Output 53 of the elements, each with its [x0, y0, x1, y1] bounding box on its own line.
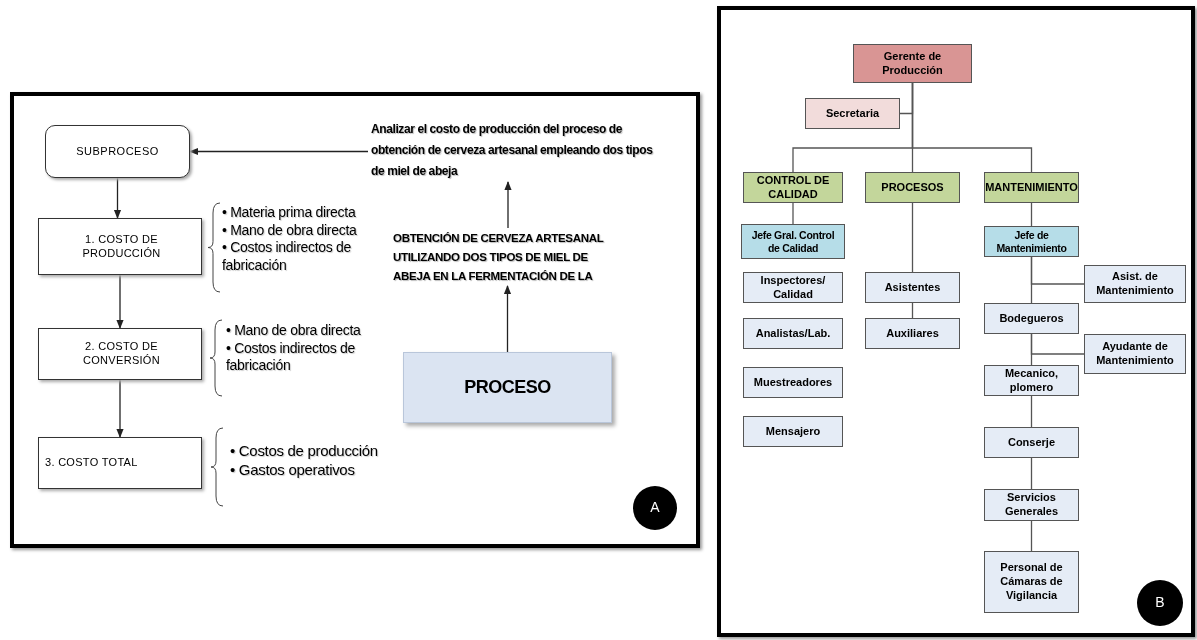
panel-badge: A	[633, 486, 677, 530]
arrow	[189, 147, 369, 156]
job-box: Auxiliares	[865, 318, 960, 349]
objective-text: Analizar el costo de producción del proceso de obtención de cerveza artesanal empleando dos tipos de miel de abeja	[368, 118, 668, 182]
process-box: PROCESO	[403, 352, 612, 423]
job-box: Asist. de Mantenimiento	[1084, 265, 1186, 303]
job-box: Gerente de Producción	[853, 44, 972, 83]
arrow	[116, 379, 124, 438]
job-box: Ayudante de Mantenimiento	[1084, 334, 1186, 374]
arrow	[503, 285, 512, 353]
connector-line	[1030, 202, 1033, 227]
job-box: Bodegueros	[984, 303, 1079, 334]
cost-box: 2. COSTO DE CONVERSIÓN	[38, 328, 202, 380]
department-box: PROCESOS	[865, 172, 960, 203]
job-box: Muestreadores	[743, 367, 843, 398]
bullet-item: • Materia prima directa	[222, 204, 357, 222]
bullet-item: • Costos indirectos de fabricación	[226, 339, 357, 375]
arrow	[504, 181, 512, 229]
job-box: Jefe de Mantenimiento	[984, 226, 1079, 257]
job-box: Personal de Cámaras de Vigilancia	[984, 551, 1079, 613]
department-box: CONTROL DE CALIDAD	[743, 172, 843, 203]
connector-line	[1030, 457, 1033, 490]
job-box: Servicios Generales	[984, 489, 1079, 521]
job-box: Conserje	[984, 427, 1079, 458]
panel-frame	[717, 6, 1195, 637]
arrow	[116, 274, 124, 329]
cost-box: 3. COSTO TOTAL	[38, 437, 202, 489]
bullet-item: • Costos de producción	[230, 442, 379, 461]
department-box: MANTENIMIENTO	[984, 172, 1079, 203]
arrow	[113, 177, 122, 219]
job-box: Inspectores/ Calidad	[743, 272, 843, 303]
connector-line	[1030, 333, 1033, 366]
panel-frame	[10, 92, 700, 548]
job-box: Mensajero	[743, 416, 843, 447]
connector-line	[1030, 395, 1033, 428]
connector-line	[792, 202, 794, 225]
process-box: SUBPROCESO	[45, 125, 190, 178]
bullet-item: • Gastos operativos	[230, 460, 356, 480]
job-box: Jefe Gral. Control de Calidad	[741, 224, 845, 259]
job-box: Mecanico, plomero	[984, 365, 1079, 396]
connector-line	[911, 202, 914, 273]
bullet-item: • Costos indirectos de fabricación	[222, 239, 353, 274]
cost-box: 1. COSTO DE PRODUCCIÓN	[38, 218, 202, 275]
bullet-item: • Mano de obra directa	[226, 322, 362, 340]
job-box: Asistentes	[865, 272, 960, 303]
heading-text: OBTENCIÓN DE CERVEZA ARTESANAL UTILIZANDO DOS TIPOS DE MIEL DE ABEJA EN LA FERMENTACIÓN DE LA	[390, 228, 626, 286]
connector-line	[1030, 520, 1033, 552]
connector-line	[1030, 256, 1033, 304]
job-box: Secretaria	[805, 98, 900, 129]
panel-badge: B	[1137, 580, 1183, 626]
connector-line	[911, 82, 1033, 173]
job-box: Analistas/Lab.	[743, 318, 843, 349]
bullet-item: • Mano de obra directa	[222, 221, 358, 239]
